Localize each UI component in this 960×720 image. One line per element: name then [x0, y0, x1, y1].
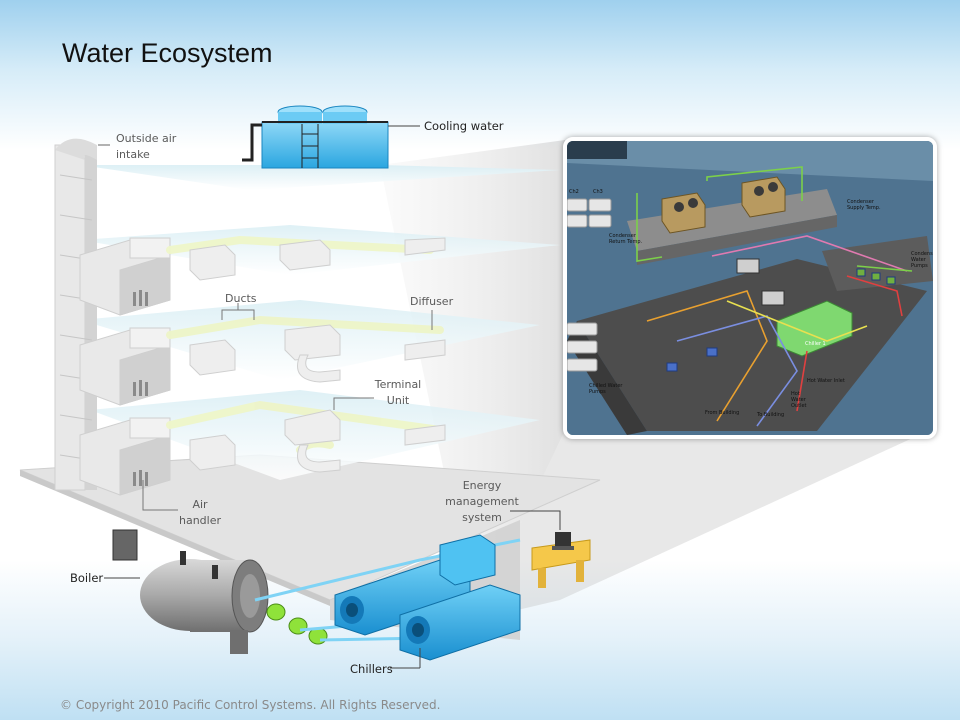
floor-plane-roof	[80, 165, 560, 190]
inset-tab-ch3: Ch3	[593, 189, 603, 195]
inset-label-chiller-1: Chiller 1	[805, 341, 826, 347]
copyright-footer: © Copyright 2010 Pacific Control Systems…	[60, 698, 441, 712]
page-title: Water Ecosystem	[62, 38, 273, 68]
air-handler-fans	[133, 290, 148, 486]
air-handler-units	[79, 237, 171, 496]
duct-units	[189, 237, 446, 473]
ems-desk	[531, 532, 591, 588]
label-diffuser: Diffuser	[410, 295, 454, 308]
label-chillers: Chillers	[350, 662, 393, 676]
inset-label-hot-water-outlet: Hot Water Outlet	[791, 391, 807, 409]
boiler	[112, 529, 269, 654]
inset-label-to-building: To Building	[757, 412, 785, 418]
cooling-tower	[242, 105, 389, 169]
ems-leader	[510, 510, 561, 530]
inset-label-hot-water-inlet: Hot Water Inlet	[807, 378, 845, 384]
label-air-handler: Air handler	[178, 498, 221, 527]
chiller-plant-graphic	[567, 141, 933, 435]
label-cooling-water: Cooling water	[424, 119, 504, 133]
label-terminal-unit: Terminal Unit	[374, 378, 422, 407]
pumps	[266, 603, 328, 645]
callout-beam-2	[475, 430, 930, 620]
air-handler-leader	[142, 480, 178, 511]
label-energy-management-system: Energy management system	[445, 479, 519, 524]
label-boiler: Boiler	[70, 571, 104, 585]
label-outside-air-intake: Outside air intake	[116, 132, 177, 161]
air-shaft	[54, 138, 97, 491]
label-ducts: Ducts	[225, 292, 257, 305]
inset-label-chilled-water-pumps: Chilled Water Pumps	[589, 383, 623, 395]
inset-label-from-building: From Building	[705, 410, 740, 416]
terminal-unit-leader	[333, 397, 374, 410]
inset-label-condenser-return-temp: Condenser Return Temp.	[609, 233, 643, 245]
chillers	[334, 534, 521, 661]
inset-label-condenser-supply-temp: Condenser Supply Temp.	[847, 199, 881, 211]
inset-tab-ch2: Ch2	[569, 189, 579, 195]
inset-label-condenser-water-pumps: Condenser Water Pumps	[911, 251, 937, 269]
chiller-plant-inset: Ch2 Ch3 Condenser Supply Temp. Condenser…	[563, 137, 937, 439]
